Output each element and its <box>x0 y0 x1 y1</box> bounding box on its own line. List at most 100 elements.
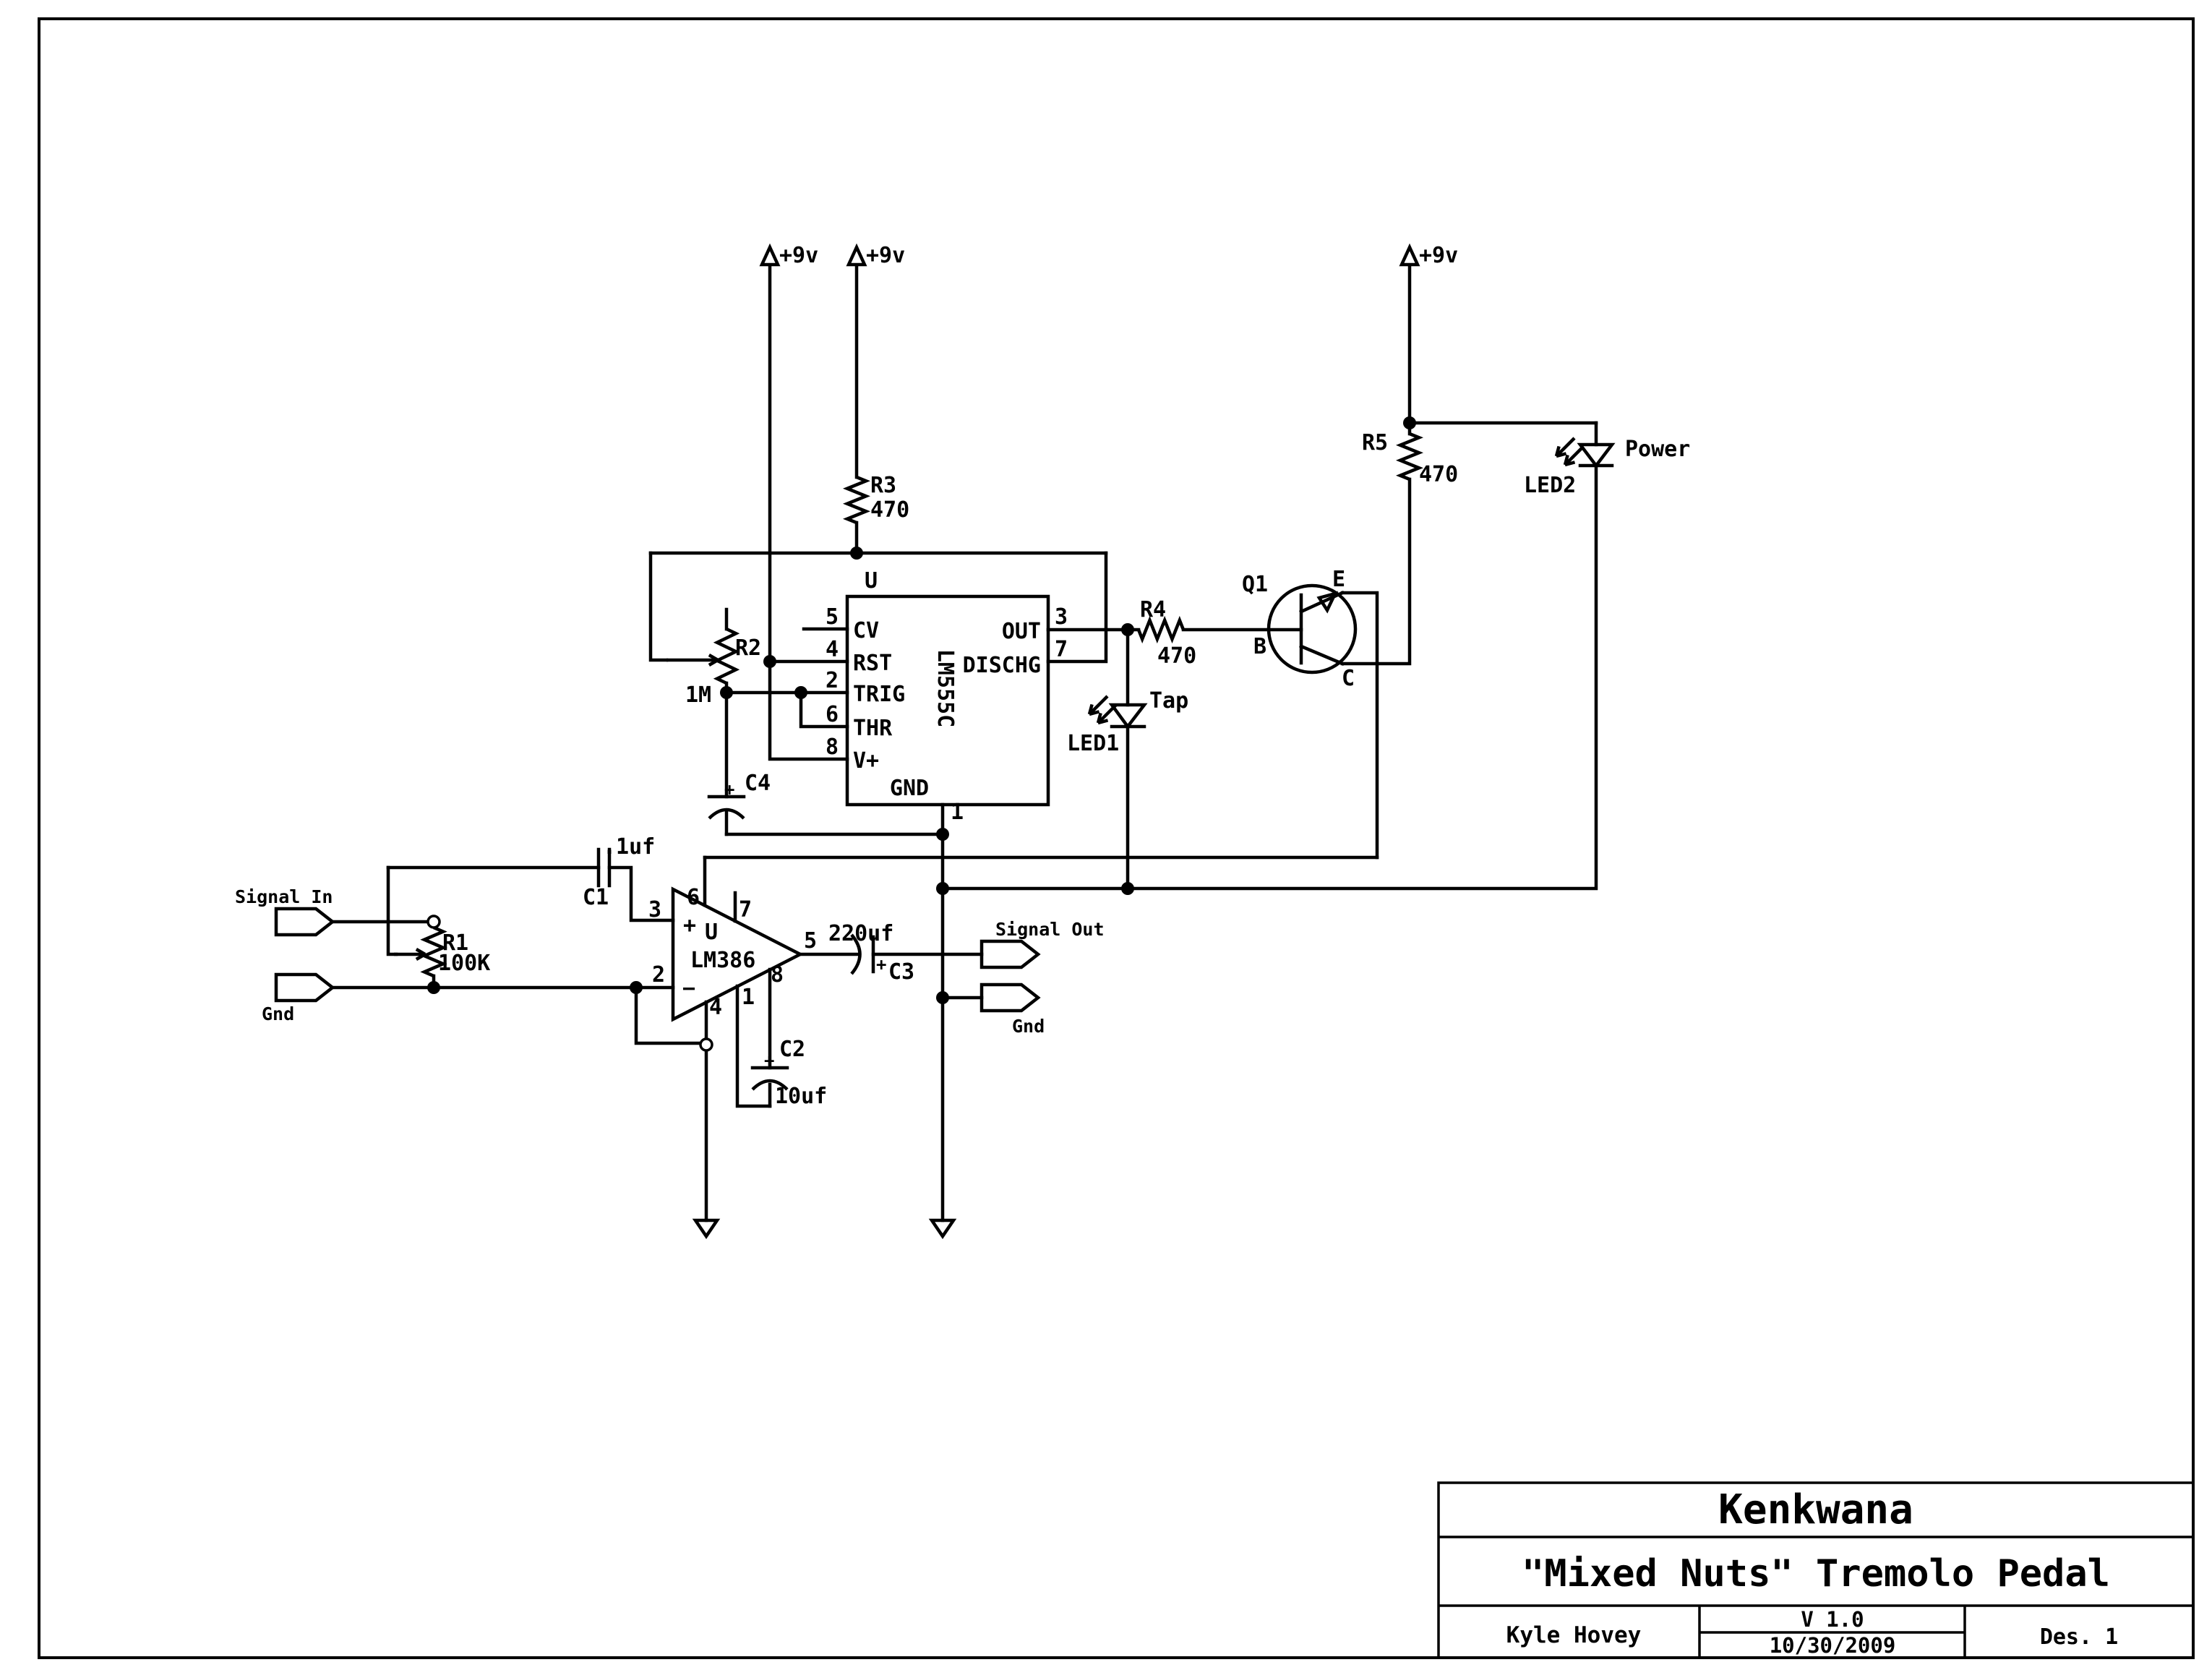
label-555-rst: RST <box>853 651 892 676</box>
title-version: V 1.0 <box>1801 1607 1864 1632</box>
wire-pin2-loop <box>634 985 703 1045</box>
wire-gnd-rail-right <box>940 463 1598 891</box>
port-gnd-in <box>274 972 335 1003</box>
wire-q1-emitter <box>1340 591 1379 860</box>
wire-dischg-riser <box>1046 551 1108 664</box>
port-gnd-out <box>979 982 1041 1013</box>
power-arrow-c <box>1399 243 1420 267</box>
q1-collector-diag <box>1299 644 1345 666</box>
label-386-pin4: 4 <box>709 995 722 1020</box>
label-c3-plus: + <box>876 954 886 975</box>
label-9v-a: +9v <box>779 243 818 268</box>
label-r4: R4 <box>1140 597 1166 622</box>
label-386-pin7: 7 <box>739 897 752 922</box>
port-signal-out <box>979 939 1041 969</box>
junction-dot-6 <box>936 828 949 841</box>
label-c1: C1 <box>583 885 609 910</box>
label-port-gnd-in: Gnd <box>262 1003 294 1024</box>
title-project: "Mixed Nuts" Tremolo Pedal <box>1522 1552 2110 1596</box>
label-555-refdes: U <box>865 568 878 594</box>
label-c4: C4 <box>745 771 771 796</box>
r5-body <box>1395 432 1424 481</box>
label-r1-value: 100K <box>438 951 490 976</box>
r4-body <box>1136 615 1186 644</box>
label-386-pin6: 6 <box>687 885 700 910</box>
led2-ray-1 <box>1564 445 1585 466</box>
junction-dot-11 <box>630 981 643 994</box>
label-led2: LED2 <box>1524 473 1576 498</box>
r3-body <box>842 475 871 525</box>
junction-dot-4 <box>1121 623 1134 636</box>
r1-body <box>420 925 447 978</box>
junction-dot-1 <box>763 655 776 668</box>
label-led2-power: Power <box>1625 437 1690 462</box>
label-555-dischg: DISCHG <box>963 653 1041 678</box>
led1-ray-1-head-1 <box>1097 719 1109 725</box>
label-555-trig: TRIG <box>853 682 905 707</box>
led2-ray-2 <box>1555 437 1576 458</box>
title-company: Kenkwana <box>1718 1486 1913 1533</box>
label-555-pin4: 4 <box>826 637 839 662</box>
label-c3-value: 220uf <box>828 921 893 946</box>
wire-9v-rail-a <box>768 264 849 761</box>
junction-dot-5 <box>1403 416 1416 429</box>
label-386-pin8: 8 <box>771 962 784 988</box>
label-555-pin8: 8 <box>826 735 839 760</box>
junction-dot-0 <box>850 547 863 560</box>
label-555-gnd: GND <box>890 776 929 801</box>
label-q1-e: E <box>1332 567 1345 592</box>
label-q1-b: B <box>1253 634 1266 659</box>
q1-emitter-arrow <box>1316 591 1339 614</box>
label-555-pin1: 1 <box>951 800 964 825</box>
title-date: 10/30/2009 <box>1770 1633 1896 1658</box>
power-arrow-a <box>759 243 781 267</box>
junction-dot-10 <box>427 981 440 994</box>
r1-wiper-arrow-head-1 <box>415 948 426 956</box>
junction-dot-7 <box>936 882 949 895</box>
junction-dot-9 <box>1121 882 1134 895</box>
label-led1: LED1 <box>1067 731 1119 756</box>
r2-body <box>713 627 740 685</box>
c3-curved-plate <box>850 933 862 975</box>
label-port-signal-out: Signal Out <box>995 919 1105 940</box>
gnd-symbol-left <box>692 1218 721 1239</box>
wire-r1-wiper-loop <box>386 865 398 956</box>
led1-triangle <box>1108 703 1148 729</box>
label-555-pin5: 5 <box>826 604 839 630</box>
power-arrow-b <box>846 243 867 267</box>
label-555-vplus: V+ <box>853 748 879 774</box>
wire-thr-jog <box>799 690 849 729</box>
label-555-pin3: 3 <box>1055 604 1068 630</box>
label-555-part: LM555C <box>933 649 958 727</box>
label-r5-value: 470 <box>1419 462 1458 487</box>
label-led1-tap: Tap <box>1149 688 1188 714</box>
label-386-pin2: 2 <box>652 962 665 988</box>
wire-lm386-pin1 <box>735 984 772 1108</box>
junction-dot-8 <box>936 991 949 1004</box>
label-555-out: OUT <box>1002 619 1041 644</box>
junction-dot-2 <box>720 686 733 699</box>
label-555-cv: CV <box>853 618 879 643</box>
led1-ray-2 <box>1088 695 1109 716</box>
c4-curved-plate <box>708 808 745 820</box>
wire-r2-wiper-feed <box>648 551 669 662</box>
label-386-refdes: U <box>705 920 718 945</box>
label-555-pin6: 6 <box>826 702 839 727</box>
q1-body <box>1266 583 1358 675</box>
label-386-pin3: 3 <box>648 897 661 922</box>
wire-r5-to-collector <box>1340 477 1412 666</box>
label-q1: Q1 <box>1242 572 1268 597</box>
label-386-plus: + <box>683 913 696 938</box>
label-9v-c: +9v <box>1419 243 1458 268</box>
label-386-pin1: 1 <box>742 985 755 1010</box>
label-r5: R5 <box>1362 430 1388 455</box>
led2-ray-1-head-1 <box>1564 461 1576 467</box>
label-q1-c: C <box>1342 666 1355 691</box>
port-signal-in <box>274 907 335 937</box>
r1-top-joint <box>426 915 441 929</box>
label-386-part: LM386 <box>690 948 755 973</box>
label-r2: R2 <box>735 635 761 661</box>
